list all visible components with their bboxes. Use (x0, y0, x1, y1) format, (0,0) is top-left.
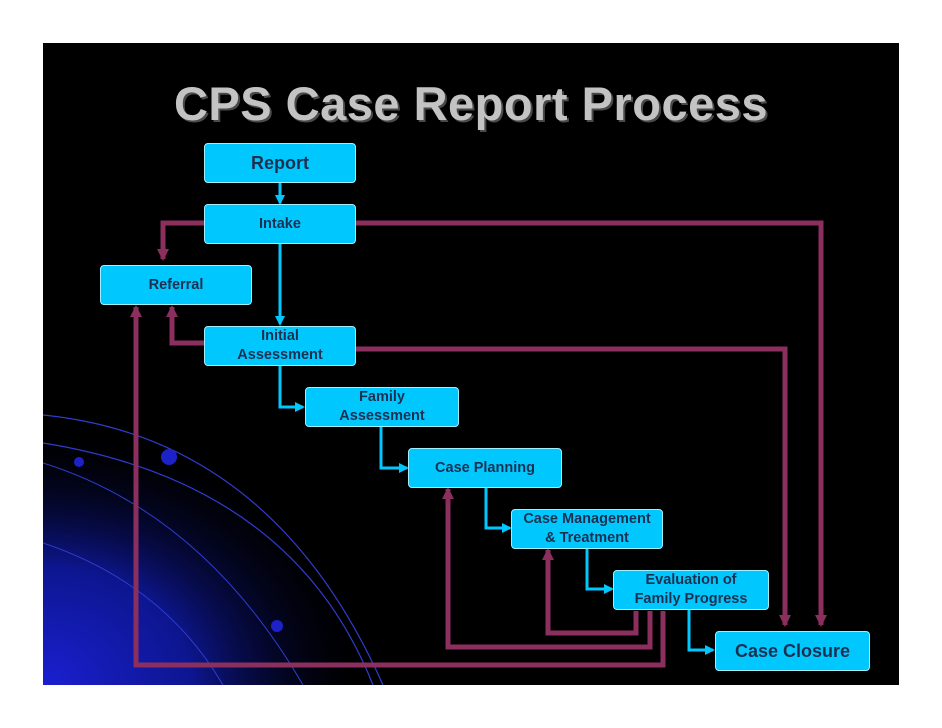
orb-dot (271, 620, 283, 632)
arrow-initial-assessment-to-family-assessment (278, 365, 305, 412)
arrow-initial-assessment-to-referral (166, 305, 205, 346)
node-case-planning: Case Planning (408, 448, 562, 488)
arrow-evaluation-to-case-management (542, 548, 639, 636)
node-intake: Intake (204, 204, 356, 244)
node-initial-assessment: Initial Assessment (204, 326, 356, 366)
node-report: Report (204, 143, 356, 183)
orb-dot (161, 449, 177, 465)
node-referral: Referral (100, 265, 252, 305)
arrow-family-assessment-to-case-planning (379, 427, 409, 473)
arrow-case-management-to-evaluation (585, 549, 614, 594)
orb-dot (74, 457, 84, 467)
arrow-intake-to-case-closure (355, 220, 827, 627)
node-case-management: Case Management & Treatment (511, 509, 663, 549)
slide: CPS Case Report Process (43, 43, 899, 685)
arrow-evaluation-to-case-planning (442, 487, 653, 650)
arrow-evaluation-to-case-closure (687, 609, 715, 655)
decorative-background (43, 414, 384, 685)
flow-connectors (130, 182, 827, 668)
arrow-case-planning-to-case-management (484, 488, 512, 533)
node-evaluation: Evaluation of Family Progress (613, 570, 769, 610)
node-family-assessment: Family Assessment (305, 387, 459, 427)
arrow-intake-to-referral (157, 220, 205, 261)
slide-title: CPS Case Report Process (173, 77, 769, 130)
arrow-initial-assessment-to-case-closure (355, 346, 791, 627)
arrow-evaluation-to-referral (130, 305, 666, 668)
node-case-closure: Case Closure (715, 631, 870, 671)
